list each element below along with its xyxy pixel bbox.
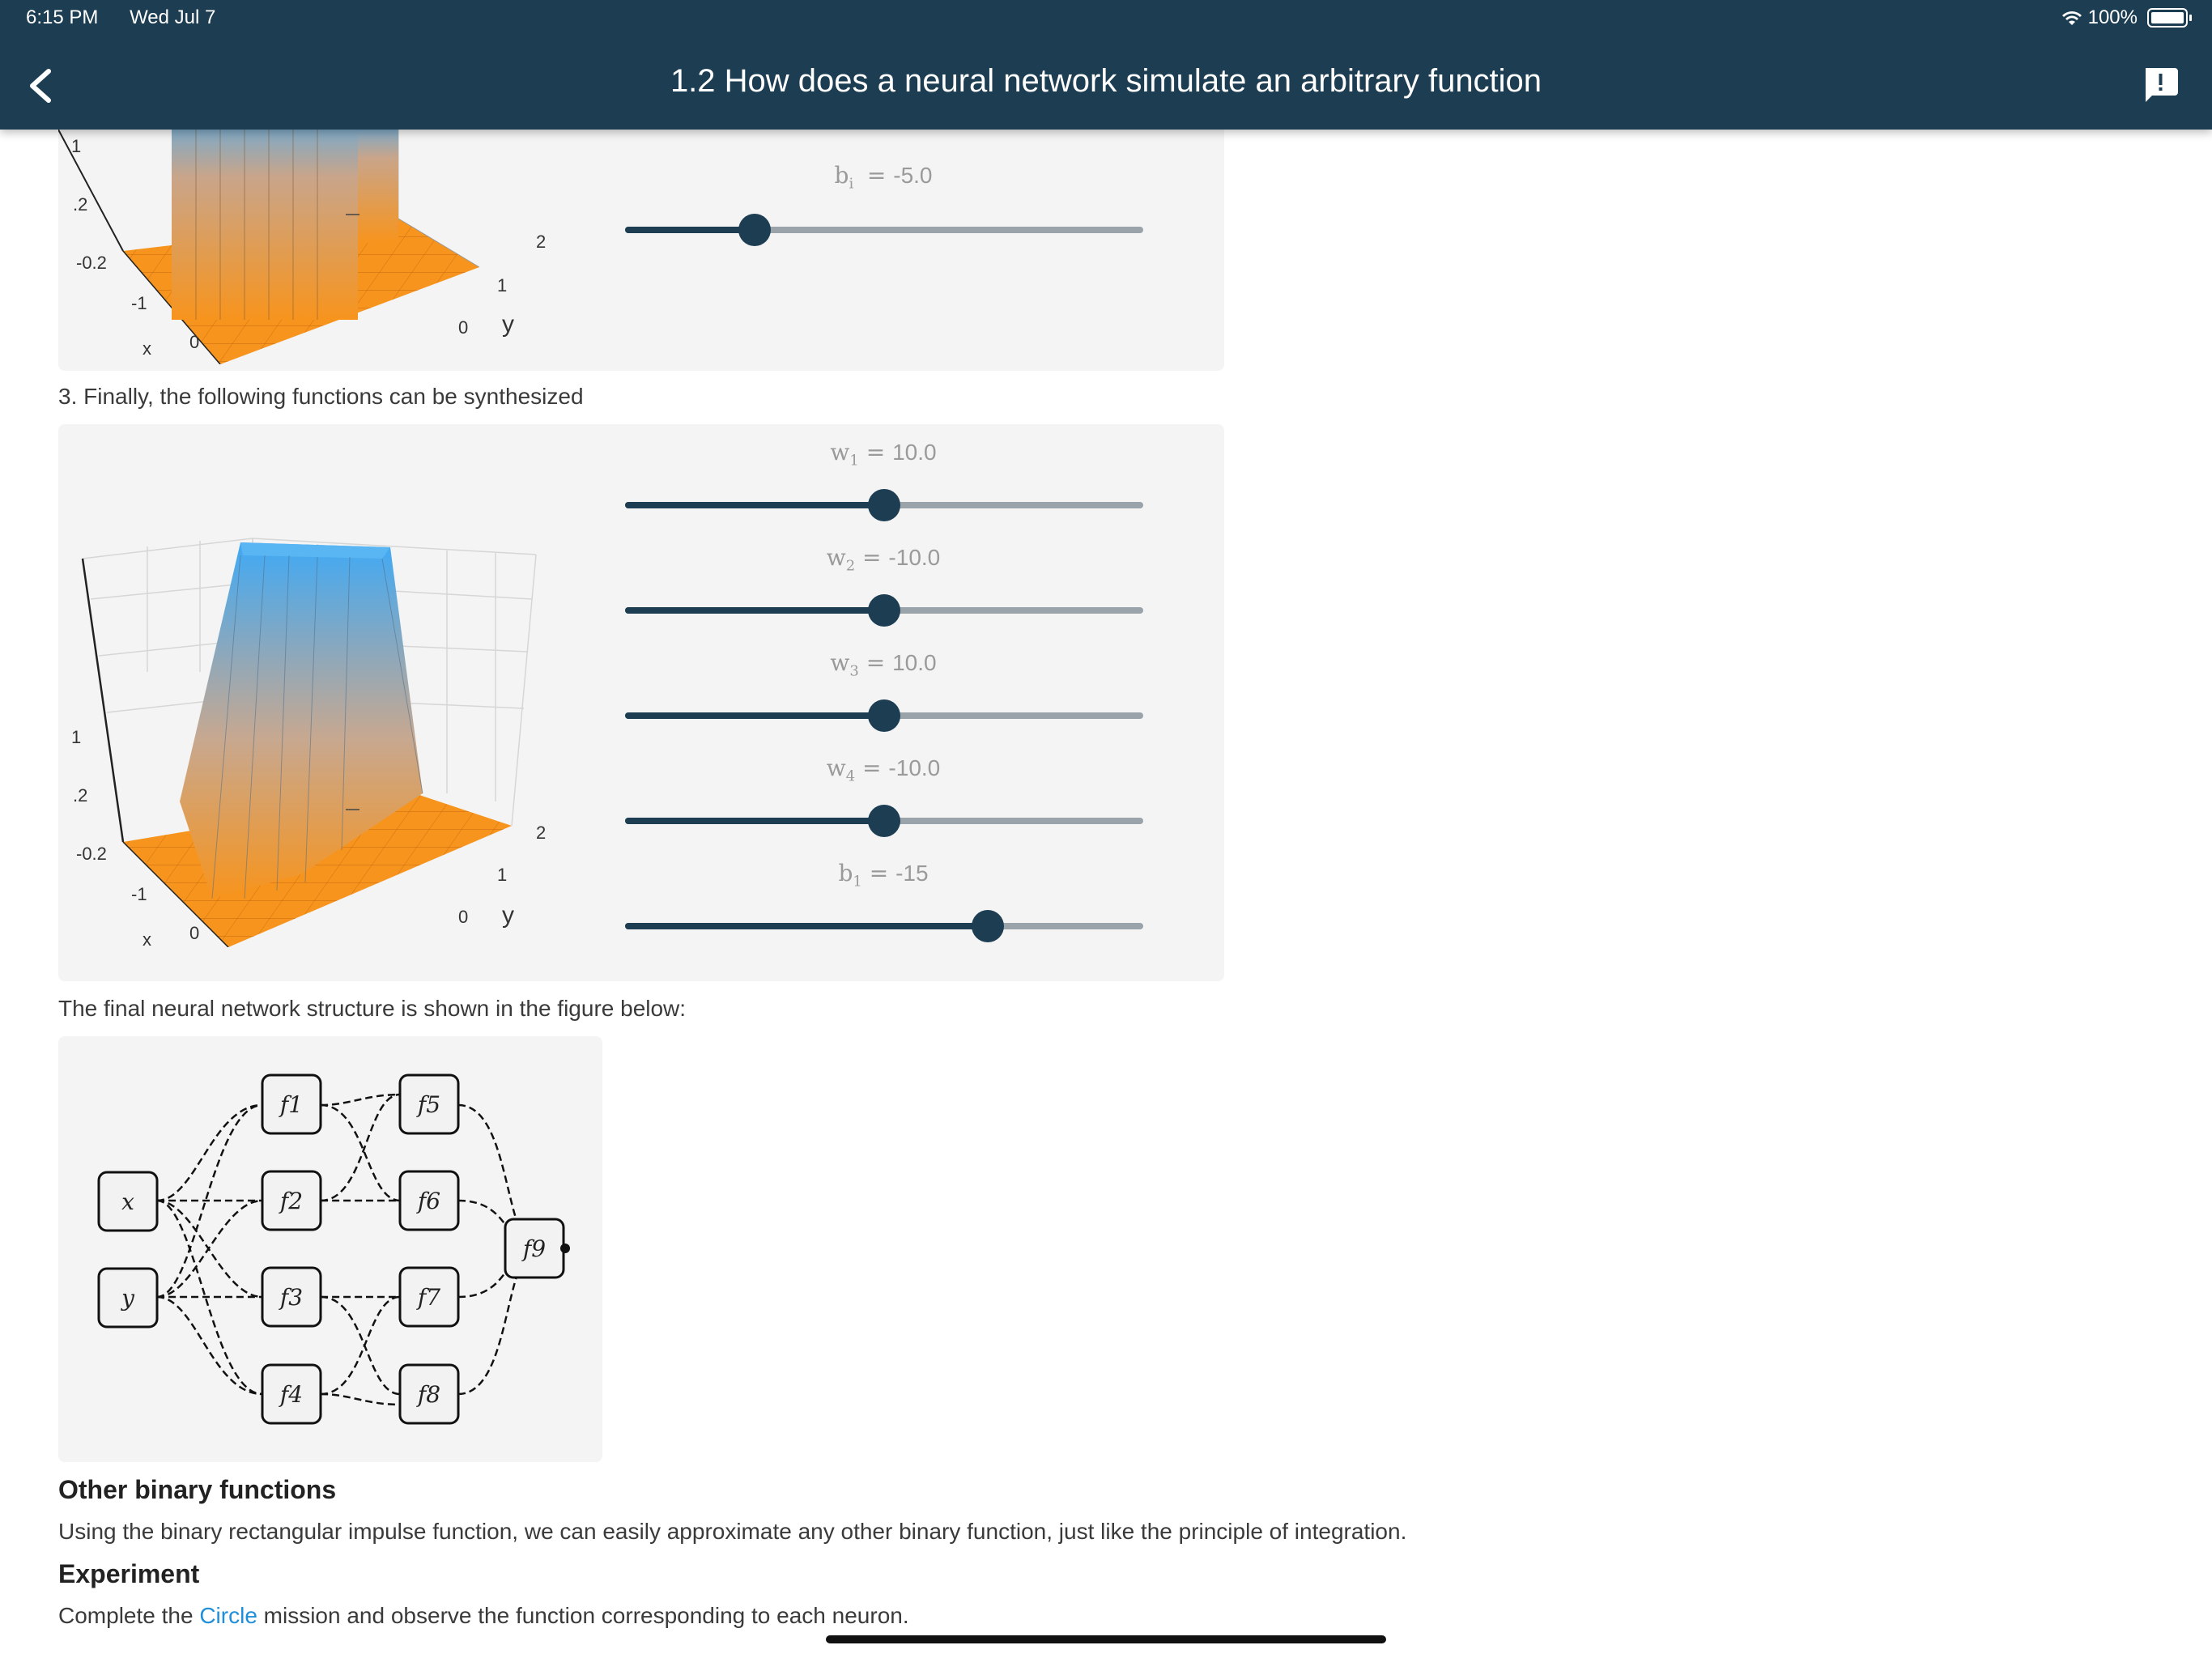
slider-label-w4: w4 = -10.0 <box>826 755 941 785</box>
slider-w3[interactable] <box>625 699 1143 732</box>
svg-text:f3: f3 <box>279 1284 303 1311</box>
svg-text:f2: f2 <box>279 1188 303 1214</box>
slider-label-bi: bi = -5.0 <box>834 162 933 193</box>
hidden-node-f3: f3 <box>261 1266 322 1328</box>
input-node-y: y <box>97 1267 159 1329</box>
network-edges <box>156 1093 538 1406</box>
other-functions-heading: Other binary functions <box>58 1475 337 1504</box>
hidden-node-f4: f4 <box>261 1363 322 1425</box>
hidden-node-f5: f5 <box>398 1073 460 1135</box>
svg-text:f5: f5 <box>416 1091 440 1118</box>
status-time: 6:15 PM <box>26 6 99 28</box>
surface-plot-final <box>81 538 537 947</box>
x-axis-label-top: x <box>143 338 151 359</box>
step3-text: 3. Finally, the following functions can … <box>58 384 584 409</box>
y-tick-top-1: 2 <box>536 232 547 252</box>
y-tick-top-2: 1 <box>497 275 508 295</box>
slider-bi[interactable] <box>625 214 1143 246</box>
page-title: 1.2 How does a neural network simulate a… <box>670 63 1542 99</box>
hidden-node-f1: f1 <box>261 1073 322 1135</box>
status-bar-left: 6:15 PM Wed Jul 7 <box>26 6 215 29</box>
y-tick-final-3: 0 <box>458 907 469 927</box>
feedback-icon <box>2146 68 2178 102</box>
slider-knob[interactable] <box>972 910 1004 942</box>
hidden-node-f6: f6 <box>398 1170 460 1231</box>
z-axis-line <box>58 130 124 252</box>
x-axis-label-final: x <box>143 929 151 950</box>
wifi-icon <box>2061 11 2082 25</box>
y-tick-top-3: 0 <box>458 317 469 338</box>
network-diagram: x y f1 f2 f3 f4 f5 f6 f7 f8 f9 <box>97 1073 570 1425</box>
hidden-node-f8: f8 <box>398 1363 460 1425</box>
y-axis-label-final: y <box>502 902 514 929</box>
other-functions-text: Using the binary rectangular impulse fun… <box>58 1519 1407 1544</box>
svg-text:f9: f9 <box>521 1235 546 1262</box>
status-bar-right: 100% <box>2061 6 2192 29</box>
structure-text: The final neural network structure is sh… <box>58 996 687 1021</box>
x-tick-top-2: 0 <box>189 332 200 352</box>
svg-text:f7: f7 <box>416 1284 440 1311</box>
slider-knob[interactable] <box>868 699 900 732</box>
x-tick-final-2: 0 <box>189 923 200 943</box>
slider-knob[interactable] <box>868 489 900 521</box>
svg-text:f1: f1 <box>279 1091 303 1118</box>
x-tick-final-1: -1 <box>131 884 147 904</box>
z-tick-top-3: -0.2 <box>76 253 107 273</box>
back-button[interactable] <box>18 62 66 110</box>
output-node-f9: f9 <box>504 1218 570 1279</box>
y-axis-label-top: y <box>502 311 514 338</box>
z-tick-top-1: 1 <box>71 136 82 156</box>
svg-text:f6: f6 <box>416 1188 440 1214</box>
z-tick-final-3: -0.2 <box>76 844 107 864</box>
hidden-node-f2: f2 <box>261 1170 322 1231</box>
home-indicator[interactable] <box>826 1635 1386 1643</box>
experiment-text: Complete the Circle mission and observe … <box>58 1603 909 1628</box>
experiment-heading: Experiment <box>58 1559 200 1588</box>
svg-text:y: y <box>120 1285 135 1312</box>
surface-bar-right <box>358 130 398 243</box>
chevron-left-icon <box>30 69 51 103</box>
slider-label-b1: b1 = -15 <box>838 860 929 891</box>
svg-text:f8: f8 <box>416 1381 440 1408</box>
slider-knob[interactable] <box>868 594 900 627</box>
slider-label-w3: w3 = 10.0 <box>830 649 937 680</box>
circle-mission-link[interactable]: Circle <box>199 1603 257 1628</box>
app-header: 6:15 PM Wed Jul 7 100% 1.2 How does a ne… <box>0 0 2212 130</box>
surface-bar-left <box>172 130 358 320</box>
slider-w1[interactable] <box>625 489 1143 521</box>
slider-knob[interactable] <box>738 214 771 246</box>
slider-label-w1: w1 = 10.0 <box>830 439 937 470</box>
slider-w2[interactable] <box>625 594 1143 627</box>
slider-label-w2: w2 = -10.0 <box>826 544 941 575</box>
x-tick-top-1: -1 <box>131 293 147 313</box>
slider-knob[interactable] <box>868 805 900 837</box>
z-axis-line <box>81 558 125 843</box>
z-tick-final-1: 1 <box>71 727 82 747</box>
battery-icon <box>2147 8 2192 28</box>
svg-text:f4: f4 <box>279 1381 303 1408</box>
z-tick-top-2: .2 <box>73 194 88 215</box>
input-node-x: x <box>97 1171 159 1232</box>
svg-text:x: x <box>121 1188 134 1215</box>
hidden-node-f7: f7 <box>398 1266 460 1328</box>
slider-w4[interactable] <box>625 805 1143 837</box>
z-tick-final-2: .2 <box>73 785 88 806</box>
surface-plateau <box>180 542 423 899</box>
plateau-top <box>240 542 390 559</box>
y-tick-final-2: 1 <box>497 865 508 885</box>
battery-percent: 100% <box>2087 6 2138 28</box>
feedback-button[interactable] <box>2141 65 2180 104</box>
surface-plot-top <box>58 130 480 364</box>
y-tick-final-1: 2 <box>536 823 547 843</box>
slider-b1[interactable] <box>625 910 1143 942</box>
status-date: Wed Jul 7 <box>130 6 216 28</box>
